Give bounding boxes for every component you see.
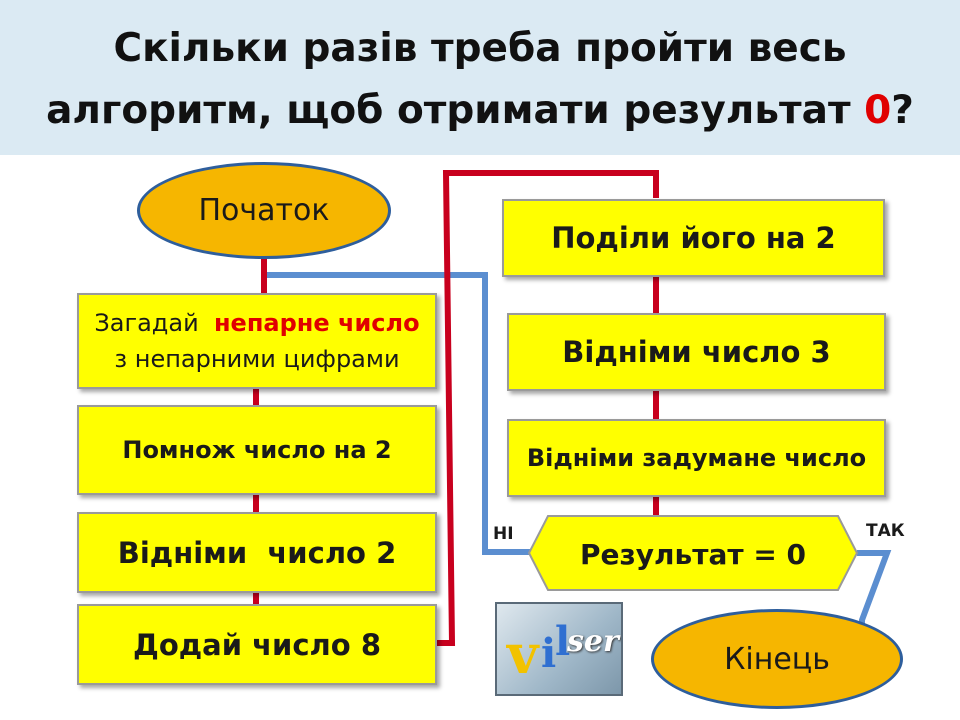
title-line-1: Скільки разів треба пройти весь: [113, 26, 847, 71]
title-line-2: алгоритм, щоб отримати результат 0?: [0, 80, 960, 142]
start-label: Початок: [198, 193, 330, 228]
step-add-8: Додай число 8: [77, 604, 437, 685]
vilpser-logo-icon: v i l ser: [495, 602, 623, 696]
end-label: Кінець: [724, 641, 830, 677]
start-oval: Початок: [137, 162, 391, 259]
cross-connector: [436, 170, 659, 646]
logo-letter-i: i: [541, 630, 557, 677]
title-banner: [0, 0, 960, 155]
step-subtract-thought-label: Відніми задумане число: [526, 444, 867, 472]
step-subtract-3-label: Відніми число 3: [562, 335, 831, 369]
step-think-prefix: Загадай: [94, 309, 199, 337]
step-think-line-1: Загадай непарне число: [94, 305, 419, 341]
decision-shape: [527, 515, 859, 591]
decision-label-area: Результат = 0: [548, 518, 838, 590]
logo-letter-l: l: [555, 618, 571, 665]
step-subtract-2: Відніми число 2: [77, 512, 437, 593]
title-accent-zero: 0: [864, 88, 892, 133]
logo-letters-ser: ser: [567, 624, 619, 659]
page-title: Скільки разів треба пройти весь алгоритм…: [0, 18, 960, 142]
step-think-line-2: з непарними цифрами: [114, 345, 400, 373]
decision-label: Результат = 0: [579, 537, 807, 571]
step-add-8-label: Додай число 8: [132, 627, 381, 662]
step-divide-2: Поділи його на 2: [502, 199, 885, 277]
step-think-highlight: непарне число: [213, 309, 420, 337]
step-think-number: Загадай непарне число з непарними цифрам…: [77, 293, 437, 389]
step-subtract-2-label: Відніми число 2: [117, 535, 397, 570]
yes-label: ТАК: [866, 521, 905, 541]
no-label: НІ: [493, 524, 514, 544]
end-oval: Кінець: [651, 609, 903, 709]
step-multiply: Помнож число на 2: [77, 405, 437, 495]
step-subtract-thought: Відніми задумане число: [507, 419, 886, 497]
step-multiply-label: Помнож число на 2: [122, 436, 392, 464]
step-subtract-3: Відніми число 3: [507, 313, 886, 391]
title-line-2-text: алгоритм, щоб отримати результат: [46, 88, 865, 133]
yes-branch-line: [857, 550, 892, 632]
step-divide-2-label: Поділи його на 2: [551, 221, 836, 255]
title-question-mark: ?: [891, 88, 914, 133]
no-branch-line: [264, 272, 535, 555]
logo-letter-v: v: [507, 622, 539, 686]
